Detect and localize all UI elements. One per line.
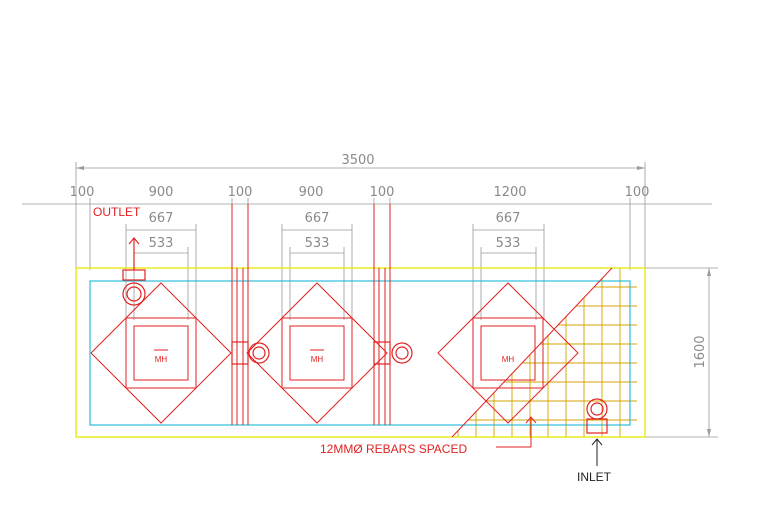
chamber3-inner-dim: 533 bbox=[496, 236, 521, 251]
tee-fitting-2 bbox=[373, 341, 413, 365]
outlet-pipe-fitting bbox=[122, 237, 146, 306]
tee-fitting-1 bbox=[231, 341, 270, 365]
chamber2-outer-dim: 667 bbox=[305, 211, 330, 226]
dimension-ticks bbox=[76, 166, 711, 437]
manhole-label-1: MH bbox=[155, 355, 168, 364]
tank-inner-wall bbox=[89, 280, 631, 426]
dimension-lines bbox=[22, 162, 718, 438]
manhole-chamber-2 bbox=[246, 282, 388, 424]
inlet-pipe-fitting bbox=[586, 398, 608, 434]
rebar-leader bbox=[451, 267, 613, 448]
top-dim-1: 100 bbox=[70, 185, 95, 200]
height-dim: 1600 bbox=[693, 335, 708, 368]
inlet-leader bbox=[591, 438, 603, 466]
manhole-label-2: MH bbox=[311, 355, 324, 364]
inlet-label: INLET bbox=[577, 470, 612, 484]
partition-walls bbox=[231, 204, 391, 425]
rebar-label: 12MMØ REBARS SPACED bbox=[320, 442, 467, 456]
manhole-chamber-3 bbox=[437, 282, 579, 424]
outlet-label: OUTLET bbox=[93, 205, 141, 219]
top-dim-2: 900 bbox=[149, 185, 174, 200]
manhole-chamber-1 bbox=[90, 282, 232, 424]
rebar-grid bbox=[452, 268, 637, 437]
chamber1-outer-dim: 667 bbox=[149, 211, 174, 226]
tank-outer-wall bbox=[75, 267, 646, 438]
top-dim-4: 900 bbox=[299, 185, 324, 200]
chamber2-inner-dim: 533 bbox=[305, 236, 330, 251]
overall-width-dim: 3500 bbox=[341, 153, 374, 168]
top-dim-5: 100 bbox=[370, 185, 395, 200]
manhole-label-3: MH bbox=[502, 355, 515, 364]
top-dim-6: 1200 bbox=[493, 185, 526, 200]
top-dim-7: 100 bbox=[625, 185, 650, 200]
chamber3-outer-dim: 667 bbox=[496, 211, 521, 226]
top-dim-3: 100 bbox=[228, 185, 253, 200]
chamber1-inner-dim: 533 bbox=[149, 236, 174, 251]
